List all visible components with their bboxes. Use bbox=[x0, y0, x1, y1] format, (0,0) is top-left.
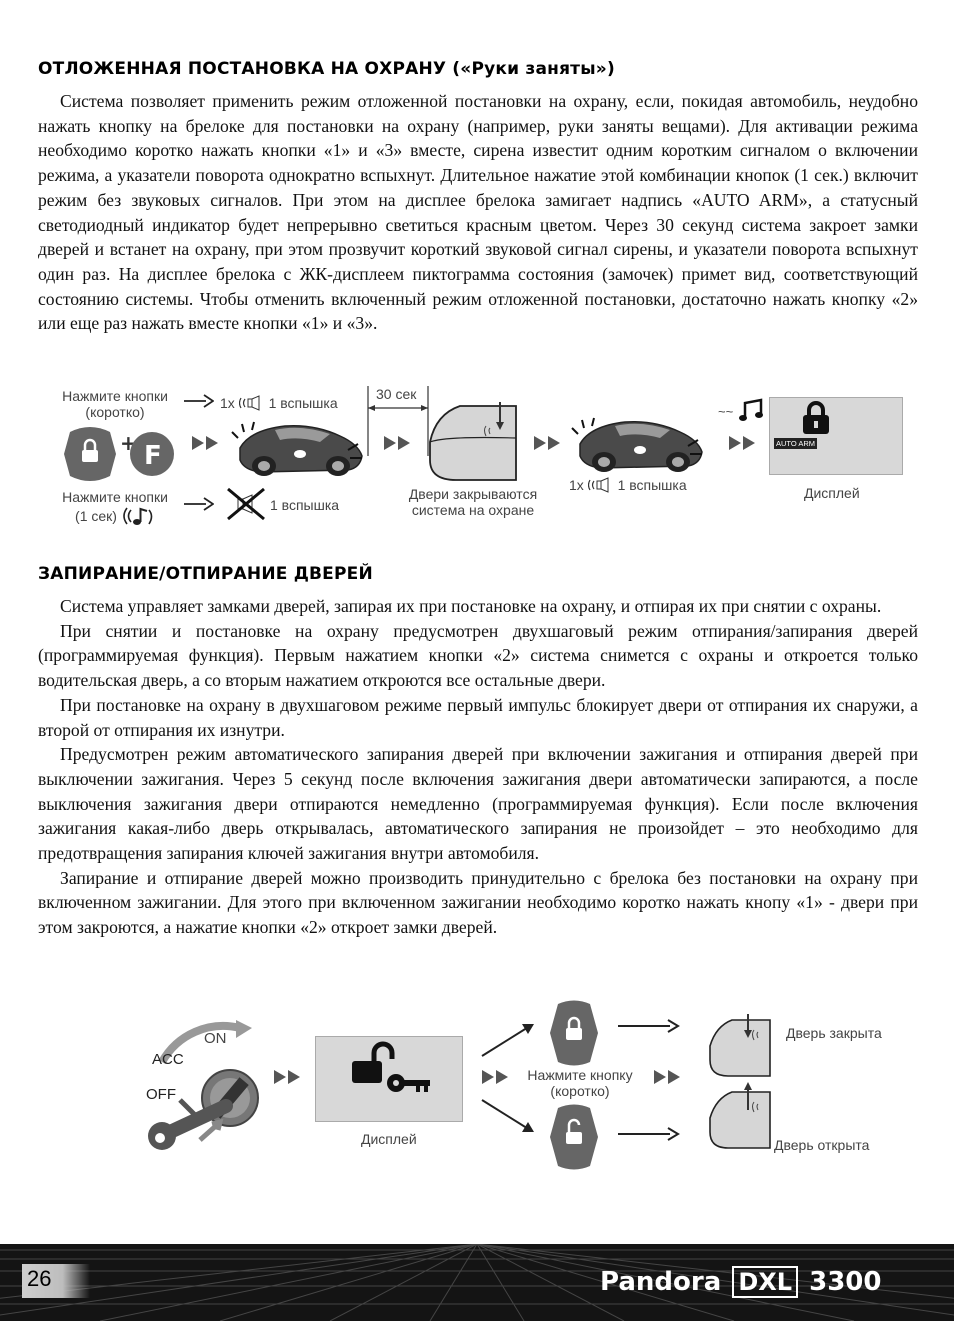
double-chevron-icon bbox=[534, 436, 560, 450]
door-closed-label: Дверь закрыта bbox=[786, 1025, 882, 1041]
press-button-label: Нажмите кнопку (коротко) bbox=[527, 1067, 633, 1099]
delay-label: 30 сек bbox=[376, 386, 417, 402]
svg-text:F: F bbox=[144, 441, 162, 471]
door-unlocked-icon bbox=[709, 1082, 771, 1149]
arrow-right-icon bbox=[184, 394, 214, 408]
fob-display: AUTO ARM bbox=[769, 397, 903, 475]
f-button-icon: F bbox=[130, 432, 174, 476]
page-number-box bbox=[22, 1264, 90, 1298]
double-chevron-icon bbox=[482, 1070, 508, 1084]
door-locking-text: Система управляет замками дверей, запира… bbox=[38, 594, 918, 940]
brand-logo: Pandora DXL 3300 bbox=[600, 1266, 882, 1298]
ignition-switch-icon bbox=[148, 1020, 259, 1150]
paragraph-delayed-arming: Система позволяет применить режим отложе… bbox=[38, 91, 918, 334]
music-note-icon bbox=[739, 398, 763, 421]
delay-bracket bbox=[367, 386, 429, 456]
display-unlock-key bbox=[315, 1036, 463, 1122]
ignition-acc-label: ACC bbox=[152, 1051, 184, 1068]
double-chevron-icon bbox=[729, 436, 755, 450]
siren-flash-right: 1x 1 вспышка bbox=[569, 477, 687, 493]
paragraph: Система управляет замками дверей, запира… bbox=[60, 596, 882, 616]
display-caption: Дисплей bbox=[361, 1131, 417, 1147]
ignition-off-label: OFF bbox=[146, 1086, 176, 1103]
arrow-right-icon bbox=[618, 1019, 680, 1033]
arrow-right-icon bbox=[184, 497, 214, 511]
branch-arrows bbox=[481, 1024, 534, 1132]
doors-closing-label: Двери закрываются система на охране bbox=[408, 486, 538, 518]
door-open-label: Дверь открыта bbox=[774, 1137, 870, 1153]
lock-button-icon bbox=[64, 427, 116, 481]
display-caption: Дисплей bbox=[804, 485, 860, 501]
siren-muted-icon bbox=[227, 487, 265, 521]
press-short-label: Нажмите кнопки (коротко) bbox=[62, 388, 168, 420]
section-title-delayed-arming: ОТЛОЖЕННАЯ ПОСТАНОВКА НА ОХРАНУ («Руки з… bbox=[38, 59, 615, 79]
car-flashing-icon bbox=[231, 421, 363, 476]
arrow-right-icon bbox=[618, 1127, 680, 1141]
lock-closed-icon bbox=[803, 401, 829, 434]
siren-icon bbox=[238, 395, 260, 411]
auto-arm-badge: AUTO ARM bbox=[774, 438, 818, 449]
door-locked-icon bbox=[709, 1014, 771, 1077]
siren-icon bbox=[587, 477, 609, 493]
ignition-on-label: ON bbox=[204, 1030, 227, 1047]
double-chevron-icon bbox=[654, 1070, 680, 1084]
lock-button-icon bbox=[550, 1000, 598, 1066]
melody-icon bbox=[123, 507, 153, 525]
paragraph: При постановке на охрану в двухшаговом р… bbox=[38, 694, 918, 740]
double-chevron-icon bbox=[274, 1070, 300, 1084]
press-long-label: Нажмите кнопки (1 сек) bbox=[45, 489, 185, 527]
double-chevron-icon bbox=[384, 436, 410, 450]
unlock-key-icon bbox=[352, 1041, 430, 1092]
grid-background bbox=[0, 1244, 954, 1321]
page-footer bbox=[0, 1244, 954, 1321]
siren-flash-top: 1x 1 вспышка bbox=[220, 395, 338, 411]
paragraph: Запирание и отпирание дверей можно произ… bbox=[38, 867, 918, 938]
paragraph: При снятии и постановке на охрану предус… bbox=[38, 620, 918, 691]
page-number: 26 bbox=[27, 1266, 52, 1291]
paragraph: Предусмотрен режим автоматического запир… bbox=[38, 744, 918, 864]
fob-buttons-combo: + F bbox=[64, 427, 174, 481]
double-chevron-icon bbox=[192, 436, 218, 450]
section-title-door-locking: ЗАПИРАНИЕ/ОТПИРАНИЕ ДВЕРЕЙ bbox=[38, 564, 373, 584]
door-closing-icon bbox=[429, 402, 517, 481]
car-flashing-icon bbox=[571, 417, 703, 472]
sound-wave-label: ~~ bbox=[718, 404, 734, 419]
flash-bottom-label: 1 вспышка bbox=[270, 497, 340, 513]
unlock-button-icon bbox=[550, 1104, 598, 1170]
